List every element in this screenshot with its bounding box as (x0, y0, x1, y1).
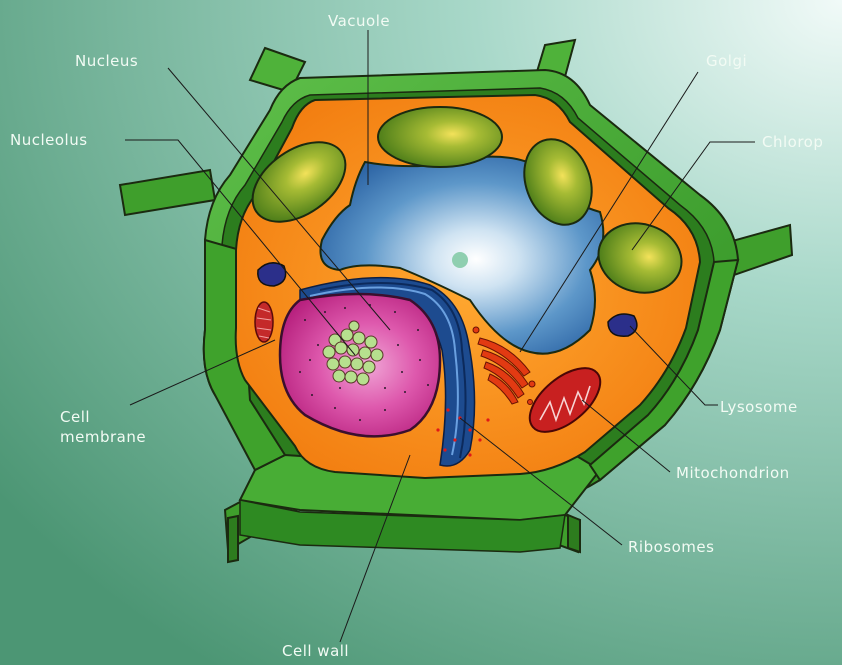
mitochondrion-small (255, 302, 273, 342)
label-chloroplast: Chlorop (762, 133, 823, 151)
label-ribosomes: Ribosomes (628, 538, 714, 556)
label-cell-membrane-line2: membrane (60, 428, 146, 446)
label-nucleus: Nucleus (75, 52, 138, 70)
vacuole-center (452, 252, 468, 268)
label-vacuole: Vacuole (328, 12, 390, 30)
label-nucleolus: Nucleolus (10, 131, 88, 149)
label-golgi: Golgi (706, 52, 747, 70)
label-mitochondrion: Mitochondrion (676, 464, 790, 482)
label-cell-wall: Cell wall (282, 642, 349, 660)
label-cell-membrane-line1: Cell (60, 408, 90, 426)
label-lysosome: Lysosome (720, 398, 798, 416)
